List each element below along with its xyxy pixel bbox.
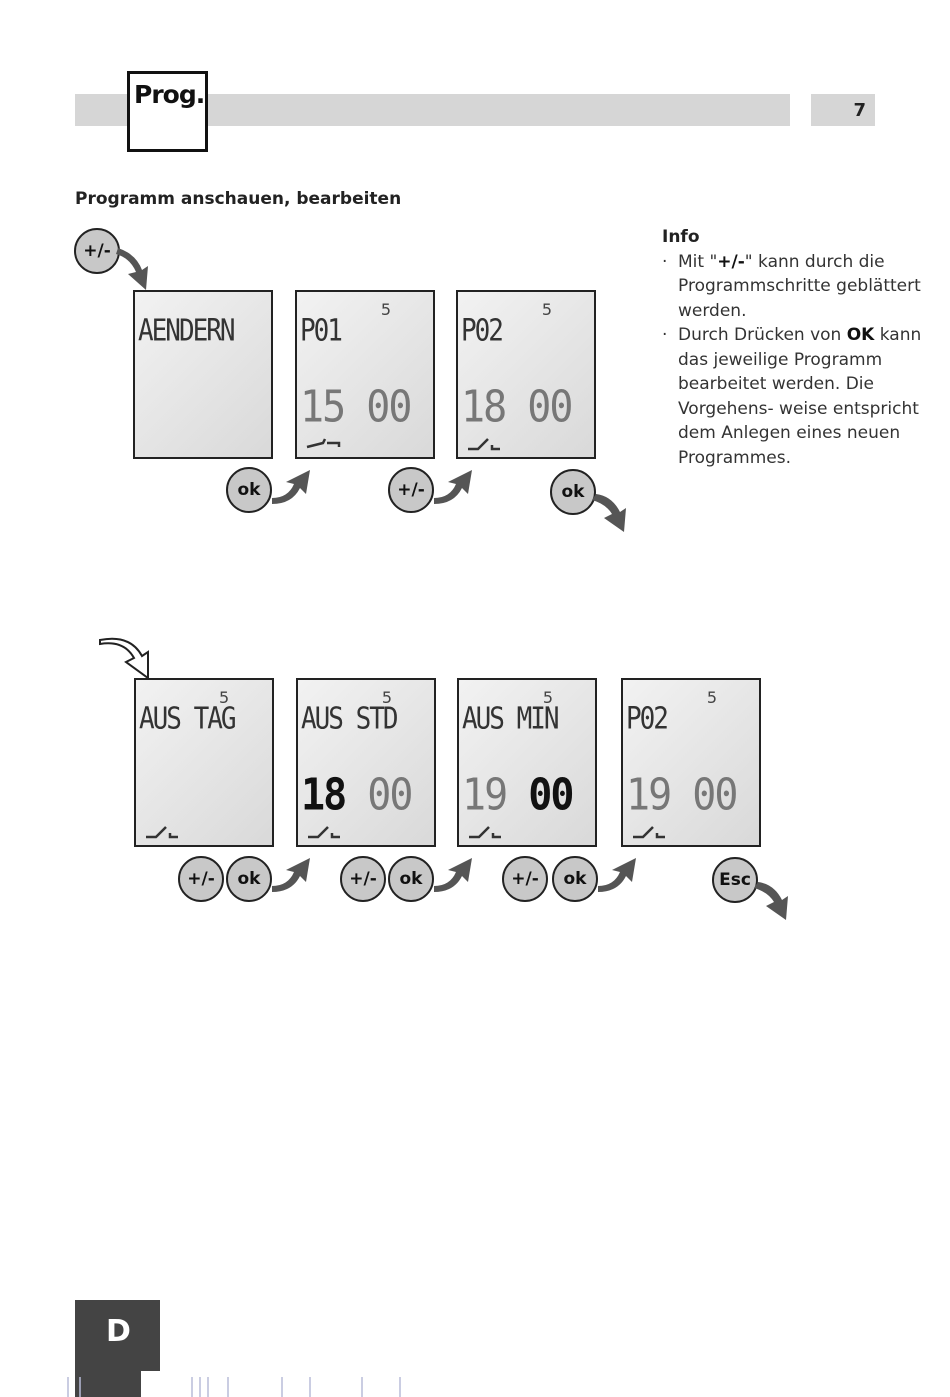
lcd-label: AUS MIN: [462, 702, 560, 737]
lcd-label: P02: [626, 702, 669, 737]
switch-off-icon: [468, 438, 500, 451]
prog-tab: Prog.: [127, 71, 208, 152]
ok-button[interactable]: ok: [388, 856, 434, 902]
lcd-minutes: 00: [527, 382, 573, 433]
curved-arrow-icon: [272, 470, 310, 504]
ok-button[interactable]: ok: [552, 856, 598, 902]
plus-minus-button[interactable]: +/-: [74, 228, 120, 274]
lcd-display: 5 AUS MIN 19 00: [457, 678, 597, 847]
curved-arrow-icon: [598, 858, 636, 892]
curved-arrow-icon: [434, 858, 472, 892]
switch-off-icon: [146, 826, 178, 839]
button-label: +/-: [349, 869, 377, 889]
lcd-label: P02: [461, 314, 504, 349]
info-box: Info Mit "+/-" kann durch die Programmsc…: [662, 225, 922, 470]
lcd-hours: 18: [461, 382, 507, 433]
button-label: +/-: [397, 480, 425, 500]
button-label: ok: [237, 480, 261, 500]
info-bold: +/-: [717, 251, 745, 272]
plus-minus-button[interactable]: +/-: [502, 856, 548, 902]
button-label: ok: [399, 869, 423, 889]
lcd-time: 19 00: [462, 770, 574, 821]
ok-button[interactable]: ok: [226, 467, 272, 513]
prog-tab-label: Prog.: [134, 80, 205, 109]
button-label: ok: [563, 869, 587, 889]
lcd-hours: 19: [462, 770, 508, 821]
lcd-day-indicator: 5: [381, 688, 392, 707]
button-label: ok: [237, 869, 261, 889]
lcd-display: 5 P01 15 00: [295, 290, 435, 459]
switch-off-icon: [633, 826, 665, 839]
lcd-hours: 19: [626, 770, 672, 821]
switch-on-icon: [306, 438, 341, 449]
button-label: +/-: [187, 869, 215, 889]
button-label: ok: [561, 482, 585, 502]
info-text: kann das jeweilige Programm bearbeitet w…: [678, 325, 922, 468]
plus-minus-button[interactable]: +/-: [178, 856, 224, 902]
button-label: +/-: [83, 241, 111, 261]
language-tab: D: [75, 1300, 160, 1397]
lcd-hours: 18: [301, 770, 347, 821]
print-marks: [67, 1377, 401, 1397]
switch-off-icon: [469, 826, 501, 839]
lcd-day-indicator: 5: [541, 300, 552, 319]
curved-arrow-icon: [434, 470, 472, 504]
lcd-day-indicator: 5: [380, 300, 391, 319]
plus-minus-button[interactable]: +/-: [388, 467, 434, 513]
outline-curved-arrow-icon: [99, 637, 149, 680]
button-label: +/-: [511, 869, 539, 889]
lcd-minutes: 00: [528, 770, 574, 821]
lcd-minutes: 00: [692, 770, 738, 821]
plus-minus-button[interactable]: +/-: [340, 856, 386, 902]
page-number: 7: [853, 100, 866, 121]
tab-notch: [141, 1371, 160, 1397]
lcd-day-indicator: 5: [219, 688, 230, 707]
button-label: Esc: [719, 870, 751, 890]
lcd-display: 5 AUS TAG: [134, 678, 274, 847]
curved-arrow-icon: [754, 882, 788, 920]
section-title: Programm anschauen, bearbeiten: [75, 189, 402, 209]
lcd-day-indicator: 5: [542, 688, 553, 707]
ok-button[interactable]: ok: [550, 469, 596, 515]
info-text: Mit ": [678, 251, 718, 272]
esc-button[interactable]: Esc: [712, 857, 758, 903]
lcd-label: AUS STD: [301, 702, 399, 737]
ok-button[interactable]: ok: [226, 856, 272, 902]
lcd-day-indicator: 5: [706, 688, 717, 707]
lcd-label: AENDERN: [138, 314, 236, 349]
lcd-hours: 15: [300, 382, 346, 433]
language-label: D: [106, 1314, 131, 1349]
lcd-time: 18 00: [461, 382, 573, 433]
lcd-time: 19 00: [626, 770, 738, 821]
lcd-display: 5 P02 18 00: [456, 290, 596, 459]
info-item-2: Durch Drücken von OK kann das jeweilige …: [662, 323, 922, 470]
curved-arrow-icon: [116, 248, 148, 290]
page-number-bar: 7: [811, 94, 875, 126]
info-bold: OK: [846, 325, 875, 345]
lcd-display: AENDERN: [133, 290, 273, 459]
curved-arrow-icon: [592, 494, 626, 532]
info-item-1: Mit "+/-" kann durch die Programmschritt…: [662, 250, 922, 324]
lcd-display: 5 AUS STD 18 00: [296, 678, 436, 847]
lcd-minutes: 00: [367, 770, 413, 821]
lcd-time: 18 00: [301, 770, 413, 821]
info-text: " kann durch die Programmschritte geblät…: [678, 251, 921, 321]
switch-off-icon: [308, 826, 340, 839]
info-text: Durch Drücken von: [678, 325, 847, 345]
lcd-label: AUS TAG: [139, 702, 237, 737]
info-title: Info: [662, 227, 700, 247]
lcd-label: P01: [300, 314, 343, 349]
lcd-display: 5 P02 19 00: [621, 678, 761, 847]
curved-arrow-icon: [272, 858, 310, 892]
lcd-time: 15 00: [300, 382, 412, 433]
lcd-minutes: 00: [366, 382, 412, 433]
